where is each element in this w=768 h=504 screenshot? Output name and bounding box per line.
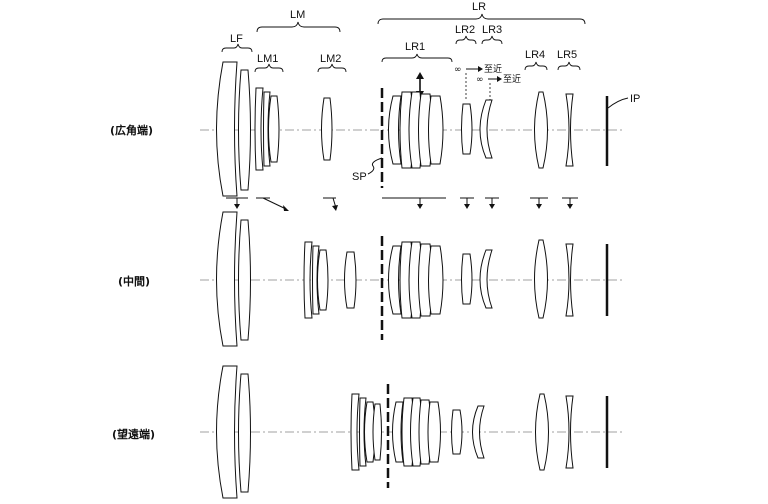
lens-lr2	[461, 253, 473, 305]
lens-lr3	[479, 99, 493, 159]
infinity-symbol: ∞	[454, 65, 462, 75]
label-lm: LM	[290, 9, 305, 21]
lens-lm2-1	[372, 403, 382, 461]
lens-lr3	[472, 405, 485, 459]
arrow-right-icon	[497, 76, 502, 82]
focus-marker-lr3: ∞ 至近	[476, 73, 521, 100]
movement-traces	[226, 197, 578, 211]
row-wide	[200, 61, 625, 197]
near-text-lr3: 至近	[503, 73, 521, 85]
near-text-lr2: 至近	[484, 63, 502, 75]
label-lr4: LR4	[525, 49, 545, 61]
lens-lm1-2	[263, 91, 271, 167]
ip-leader	[607, 97, 629, 109]
lens-lf-2	[238, 69, 251, 191]
lens-lr3	[479, 249, 493, 309]
state-wide: (広角端)	[110, 123, 153, 137]
lens-lm2-1	[321, 97, 333, 161]
state-middle: (中間)	[118, 274, 150, 288]
label-lr1: LR1	[405, 41, 425, 53]
lens-lr5	[565, 243, 574, 317]
lens-lr1-1	[388, 245, 402, 315]
lens-lf-1	[216, 365, 238, 499]
lens-lf-1	[216, 211, 238, 347]
lens-lm1-1	[350, 393, 360, 471]
label-lm1: LM1	[257, 53, 278, 65]
lens-lr2	[451, 409, 463, 455]
arrow-right-icon	[478, 66, 483, 72]
lens-lm1-1	[254, 87, 264, 171]
sp-leader	[367, 157, 383, 175]
lens-lr1-5	[428, 245, 444, 315]
lens-lr1-1	[388, 95, 402, 165]
lens-lf-2	[238, 373, 251, 493]
lens-lr1-5	[428, 95, 444, 165]
lens-lr4	[534, 239, 548, 319]
row-middle	[200, 211, 625, 347]
lens-lm2-1	[344, 251, 357, 309]
label-sp: SP	[352, 171, 367, 183]
lens-lr1-1	[392, 401, 404, 463]
label-lr: LR	[472, 1, 486, 13]
infinity-symbol: ∞	[476, 75, 484, 85]
group-braces	[221, 13, 586, 73]
state-tele: (望遠端)	[112, 427, 155, 441]
lens-lm1-1	[303, 241, 313, 319]
label-ip: IP	[630, 93, 640, 105]
label-lr3: LR3	[482, 24, 502, 36]
label-lf: LF	[230, 33, 243, 45]
lens-lr4	[535, 393, 549, 471]
lens-lr4	[534, 91, 548, 169]
label-lr2: LR2	[455, 24, 475, 36]
lens-lr1-5	[427, 401, 441, 463]
lens-lr2	[461, 103, 473, 155]
lens-lf-2	[238, 219, 251, 341]
label-lm2: LM2	[320, 53, 341, 65]
lens-lf-1	[216, 61, 238, 197]
lens-lr5	[565, 395, 574, 469]
lens-lr5	[565, 93, 574, 167]
lens-lm1-2	[359, 397, 367, 467]
lens-lm1-3	[268, 95, 280, 163]
row-tele	[200, 365, 625, 499]
lens-lm1-2	[312, 245, 320, 315]
focus-marker-lr2: ∞ 至近	[454, 63, 502, 100]
lens-lm1-3	[317, 249, 329, 311]
label-lr5: LR5	[557, 49, 577, 61]
